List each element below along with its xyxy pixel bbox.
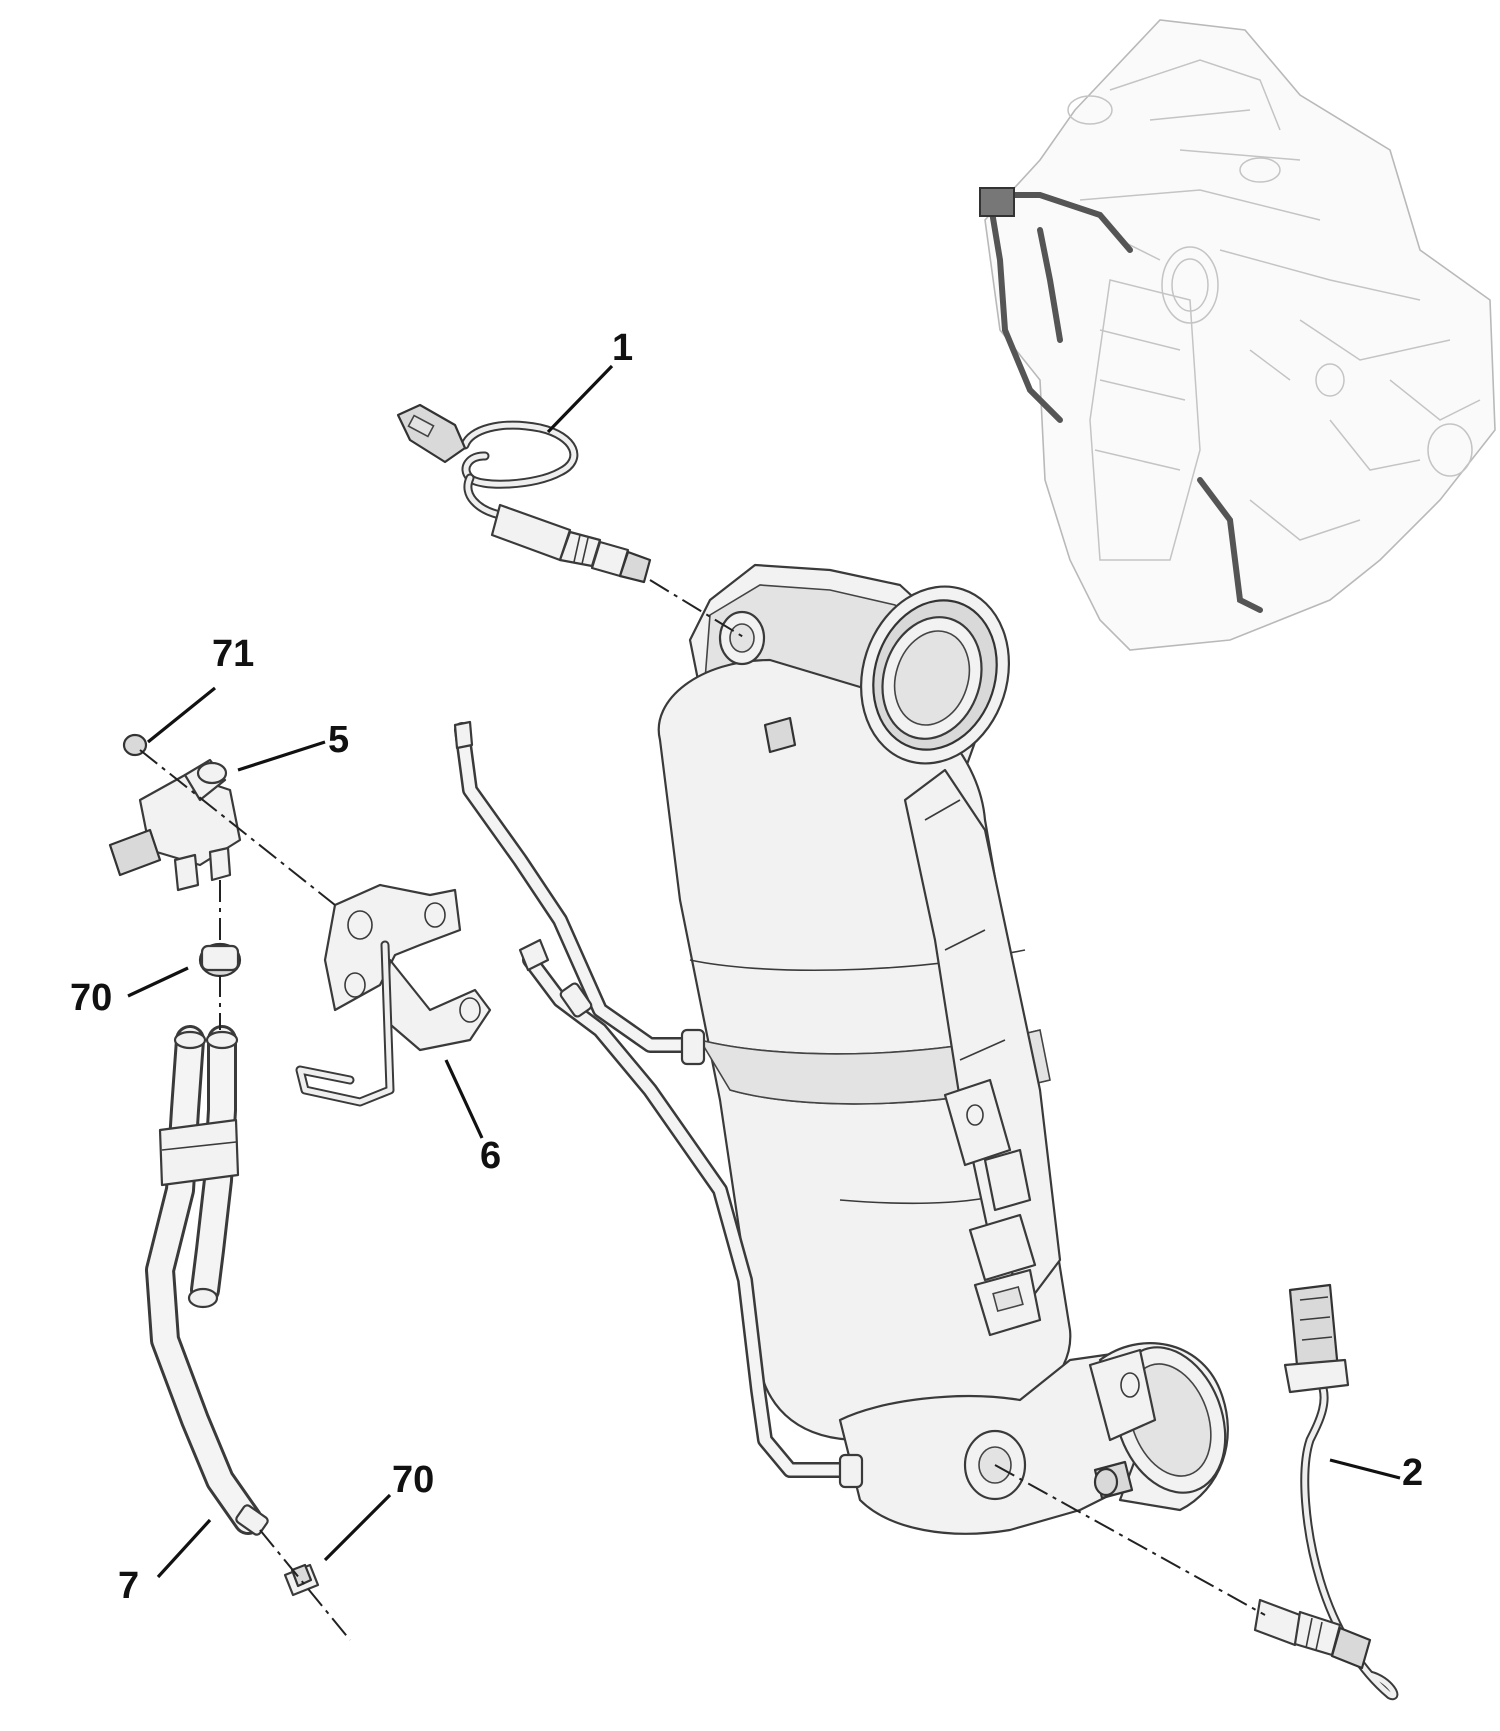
sensor-bracket: [295, 883, 492, 1107]
differential-pressure-sensor: [108, 733, 242, 892]
callout-7: 7: [118, 1565, 139, 1607]
pressure-pipes: [453, 720, 864, 1489]
callout-71: 71: [212, 633, 254, 675]
catalytic-converter: [657, 563, 1229, 1535]
hose-clamp-upper: [198, 942, 242, 978]
callout-1: 1: [612, 327, 633, 369]
callout-5: 5: [328, 719, 349, 761]
assembly-axis-lines: [139, 579, 1266, 1641]
twin-hose-assembly: [145, 1025, 269, 1536]
callout-70-lower: 70: [392, 1459, 434, 1501]
callout-labels: 1 2 5 6 7 70 70 71: [70, 327, 1423, 1607]
callout-6: 6: [480, 1135, 501, 1177]
callout-2: 2: [1402, 1452, 1423, 1494]
downstream-oxygen-sensor: [1253, 1283, 1399, 1701]
callout-70-upper: 70: [70, 977, 112, 1019]
hose-clamp-lower: [283, 1563, 320, 1597]
engine-locator-view: [979, 19, 1496, 651]
upstream-oxygen-sensor: [396, 403, 652, 584]
leader-lines: [127, 364, 1401, 1579]
